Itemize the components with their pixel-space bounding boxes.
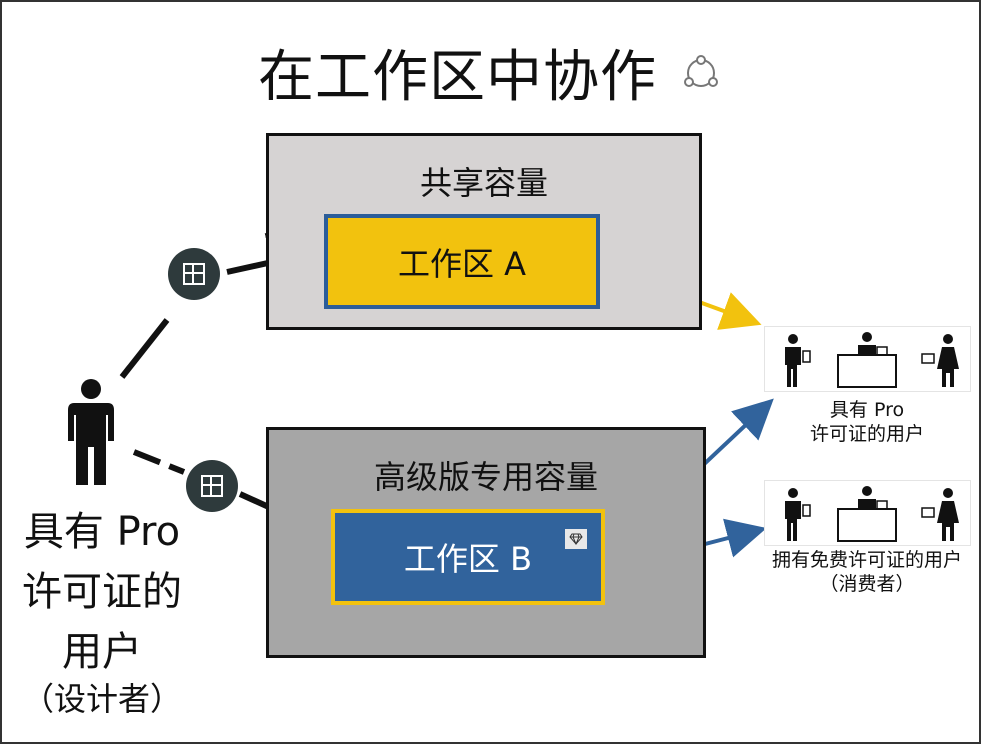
workspace-a-label: 工作区 A [397,244,527,283]
audience-illustration [785,332,959,388]
workspace-b[interactable]: 工作区 B [331,509,605,605]
designer-label-line2: 许可证的 [22,569,182,615]
free-users-label: 拥有免费许可证的用户 （消费者） [754,548,980,596]
person-icon [921,488,959,541]
premium-capacity-label: 高级版专用容量 [373,458,598,496]
person-icon [68,379,114,485]
workspace-b-label: 工作区 B [403,540,533,578]
free-users-label-line1: 拥有免费许可证的用户 [771,549,962,571]
arrow-designer-to-workspace-b [132,449,186,475]
page-title: 在工作区中协作 [258,45,657,110]
audience-illustration [785,486,959,542]
free-users-label-line2: （消费者） [819,573,915,595]
pro-users-label-line1: 具有 Pro [829,399,905,421]
designer-label: 具有 Pro 许可证的 用户 [2,502,202,682]
workspace-icon [168,248,220,300]
designer-label-line1: 具有 Pro [23,509,181,555]
share-icon[interactable] [682,54,720,92]
free-users-panel [764,480,971,546]
workspace-a[interactable]: 工作区 A [324,214,600,309]
arrow-designer-to-workspace-a [119,318,170,379]
pro-users-label: 具有 Pro 许可证的用户 [762,398,972,446]
designer-label-line3: 用户 [62,629,142,675]
desk-icon [837,332,897,388]
designer-role: （设计者） [21,680,182,718]
desk-icon [837,486,897,542]
workspace-icon [186,460,238,512]
diamond-icon [565,529,587,549]
pro-users-panel [764,326,971,392]
shared-capacity-label: 共享容量 [419,164,548,202]
person-icon [785,334,811,387]
person-icon [785,488,811,541]
pro-users-label-line2: 许可证的用户 [809,423,924,445]
person-icon [921,334,959,387]
